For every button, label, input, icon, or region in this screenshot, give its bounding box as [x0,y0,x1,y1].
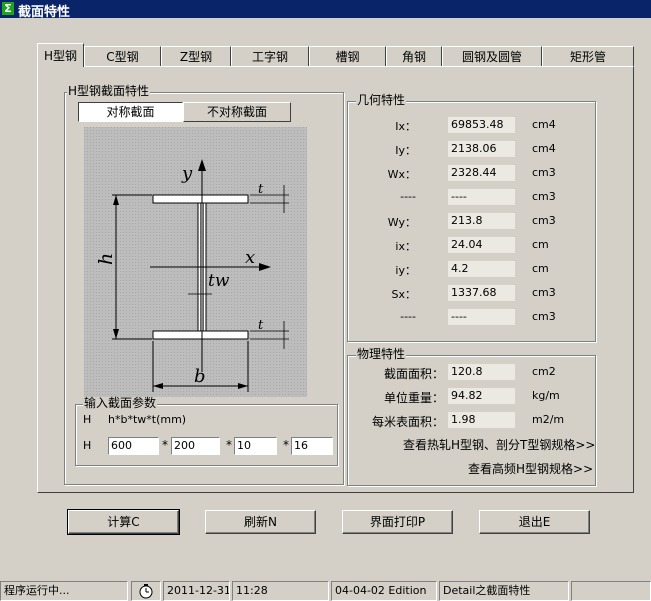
geometry-value: 2328.44 [448,165,515,181]
tab-angle[interactable]: 角钢 [386,46,442,66]
label-t-bottom: t [258,318,264,333]
geometry-label: ---- [400,310,416,323]
flange-thickness-input[interactable]: 16 [291,437,333,455]
tab-panel [37,66,634,493]
label-t-top: t [258,182,264,197]
status-edition: 04-04-02 Edition [331,581,437,601]
label-tw: tw [208,271,230,291]
tab-h-steel[interactable]: H型钢 [37,43,84,67]
physical-value: 1.98 [448,412,515,428]
status-info: Detail之截面特性 [439,581,569,601]
web-thickness-input[interactable]: 10 [234,437,277,455]
section-group [64,92,344,485]
physical-unit: m2/m [532,413,565,426]
geometry-value: 2138.06 [448,141,515,157]
geometry-unit: cm [532,238,549,251]
tab-i-beam[interactable]: 工字钢 [231,46,309,66]
geometry-unit: cm [532,262,549,275]
physical-label: 每米表面积： [371,415,444,429]
geometry-value: 213.8 [448,213,515,229]
geometry-label: iy： [395,264,416,277]
geometry-label: ---- [400,190,416,203]
status-time: 11:28 [232,581,329,601]
calculate-button[interactable]: 计算C [67,509,180,535]
geometry-label: ix： [395,240,416,253]
physical-group-legend: 物理特性 [356,347,407,361]
geometry-unit: cm3 [532,214,556,227]
physical-label: 截面面积： [383,367,444,381]
sep-2: * [226,438,232,452]
geometry-value: 4.2 [448,261,515,277]
height-input[interactable]: 600 [108,437,159,455]
geometry-value: ---- [448,189,515,205]
refresh-button[interactable]: 刷新N [205,510,316,534]
width-input[interactable]: 200 [171,437,220,455]
geometry-label: Iy： [395,144,416,157]
geometry-label: Sx： [391,288,417,301]
window-title: 截面特性 [18,5,71,20]
clock-icon [131,581,161,601]
title-bar: Σ 截面特性 [0,0,651,20]
tab-z-steel[interactable]: Z型钢 [161,46,231,66]
print-button[interactable]: 界面打印P [342,510,453,534]
physical-value: 94.82 [448,388,515,404]
physical-label: 单位重量： [383,391,444,405]
input-formula: h*b*tw*t(mm) [108,413,187,426]
tab-round[interactable]: 圆钢及圆管 [442,46,542,66]
label-h: h [95,253,117,265]
label-b: b [194,366,206,387]
geometry-group-legend: 几何特性 [356,93,407,107]
status-date: 2011-12-31 [163,581,230,601]
exit-button[interactable]: 退出E [479,510,590,534]
geometry-unit: cm3 [532,166,556,179]
physical-unit: kg/m [532,389,560,402]
section-group-legend: H型钢截面特性 [67,84,151,98]
symmetric-button[interactable]: 对称截面 [78,102,183,122]
tab-rect-tube[interactable]: 矩形管 [542,46,634,66]
label-x: x [245,247,255,268]
status-message: 程序运行中... [0,581,128,601]
sep-3: * [283,438,289,452]
geometry-unit: cm4 [532,142,556,155]
asymmetric-button[interactable]: 不对称截面 [183,102,291,122]
geometry-unit: cm3 [532,310,556,323]
input-prefix-h: H [83,413,92,426]
geometry-group [347,101,596,342]
high-freq-spec-link[interactable]: 查看高频H型钢规格>> [468,462,594,476]
geometry-label: Ix： [395,120,416,133]
geometry-value: 24.04 [448,237,515,253]
physical-value: 120.8 [448,364,515,380]
hot-rolled-spec-link[interactable]: 查看热轧H型钢、剖分T型钢规格>> [403,438,596,452]
tab-channel[interactable]: 槽钢 [309,46,386,66]
tab-c-steel[interactable]: C型钢 [84,46,161,66]
label-y: y [181,163,193,184]
input-group [75,404,338,466]
status-empty [571,581,651,601]
app-icon: Σ [2,2,14,15]
geometry-unit: cm4 [532,118,556,131]
geometry-unit: cm3 [532,286,556,299]
h-section-diagram: y x t t tw h b [84,127,307,397]
geometry-label: Wy： [387,216,416,229]
sep-1: * [162,438,168,452]
input-prefix-h2: H [83,439,92,452]
physical-unit: cm2 [532,365,556,378]
geometry-value: 69853.48 [448,117,515,133]
geometry-value: ---- [448,309,515,325]
geometry-label: Wx： [387,168,416,181]
geometry-unit: cm3 [532,190,556,203]
geometry-value: 1337.68 [448,285,515,301]
physical-group [347,355,596,486]
input-group-legend: 输入截面参数 [83,396,158,410]
